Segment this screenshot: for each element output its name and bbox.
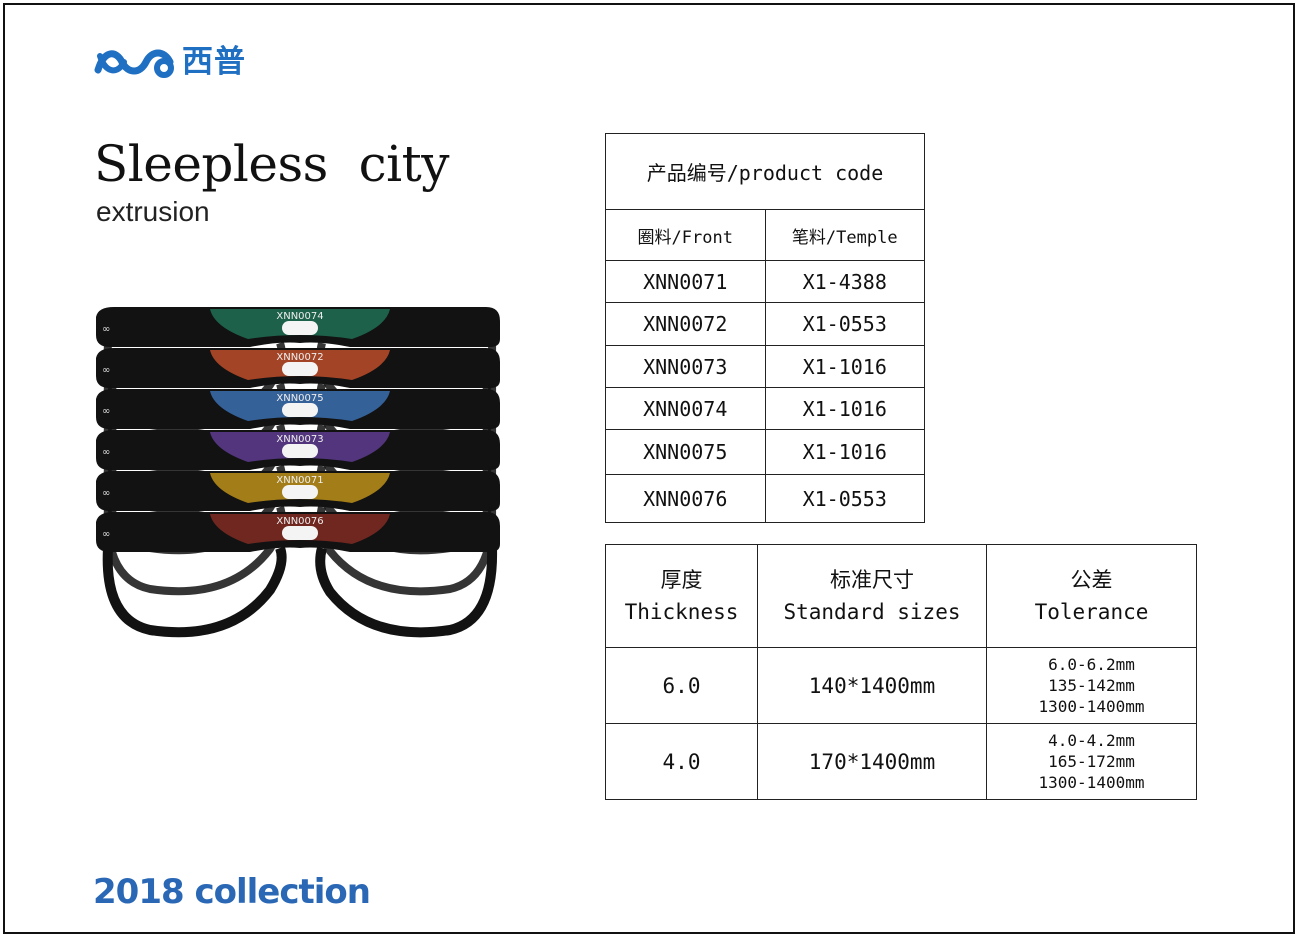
front-code: XNN0076 bbox=[605, 474, 766, 523]
thickness-header: 厚度 Thickness bbox=[605, 544, 758, 648]
front-column-header: 圈料/Front bbox=[605, 209, 766, 261]
table-row: XNN0074 X1-1016 bbox=[605, 387, 925, 430]
collection-label: 2018 collection bbox=[93, 872, 371, 912]
tolerance-value: 6.0-6.2mm 135-142mm 1300-1400mm bbox=[986, 647, 1197, 724]
bridge-cutout bbox=[282, 321, 318, 335]
frame-logo-icon: ∞ bbox=[102, 529, 110, 540]
temple-code: X1-1016 bbox=[764, 345, 925, 388]
frame-logo-icon: ∞ bbox=[102, 406, 110, 417]
tolerance-line: 6.0-6.2mm bbox=[1048, 655, 1135, 674]
spec-table: 厚度 Thickness 标准尺寸 Standard sizes 公差 Tole… bbox=[605, 544, 1197, 800]
sizes-header-cn: 标准尺寸 bbox=[830, 568, 914, 592]
front-code: XNN0072 bbox=[605, 302, 766, 346]
table-row: XNN0076 X1-0553 bbox=[605, 474, 925, 523]
frame-logo-icon: ∞ bbox=[102, 488, 110, 499]
sizes-header: 标准尺寸 Standard sizes bbox=[757, 544, 987, 648]
bridge-cutout bbox=[282, 485, 318, 499]
front-code: XNN0071 bbox=[605, 260, 766, 303]
temple-code: X1-4388 bbox=[764, 260, 925, 303]
left-lens-rim bbox=[102, 546, 287, 638]
table-row: XNN0071 X1-4388 bbox=[605, 260, 925, 303]
tolerance-value: 4.0-4.2mm 165-172mm 1300-1400mm bbox=[986, 723, 1197, 800]
tolerance-header-en: Tolerance bbox=[1034, 600, 1149, 624]
temple-code: X1-0553 bbox=[764, 302, 925, 346]
thickness-header-cn: 厚度 bbox=[660, 568, 703, 592]
page-frame bbox=[3, 3, 1295, 934]
tolerance-header-cn: 公差 bbox=[1070, 568, 1113, 592]
frame-label: XNN0071 bbox=[276, 475, 323, 486]
temple-code: X1-1016 bbox=[764, 429, 925, 475]
tolerance-header: 公差 Tolerance bbox=[986, 544, 1197, 648]
product-code-header: 产品编号/product code bbox=[605, 133, 925, 210]
temple-column-header: 笔料/Temple bbox=[764, 209, 925, 261]
product-code-table: 产品编号/product code 圈料/Front 笔料/Temple XNN… bbox=[605, 133, 925, 523]
frame-logo-icon: ∞ bbox=[102, 447, 110, 458]
bridge-cutout bbox=[282, 362, 318, 376]
tolerance-line: 1300-1400mm bbox=[1038, 773, 1145, 792]
brand-name: 西普 bbox=[182, 44, 246, 80]
eyeglass-frames-image: ∞ XNN0074 ∞ XNN0072 ∞ XNN0075 ∞ XNN0073 ∞ XNN0071… bbox=[90, 295, 510, 655]
tolerance-line: 1300-1400mm bbox=[1038, 697, 1145, 716]
temple-code: X1-0553 bbox=[764, 474, 925, 523]
bridge-cutout bbox=[282, 444, 318, 458]
frame-logo-icon: ∞ bbox=[102, 365, 110, 376]
table-row: 4.0 170*1400mm 4.0-4.2mm 165-172mm 1300-… bbox=[605, 723, 1197, 800]
right-lens-rim bbox=[315, 546, 498, 638]
frame-logo-icon: ∞ bbox=[102, 324, 110, 335]
size-value: 140*1400mm bbox=[757, 647, 987, 724]
tolerance-line: 135-142mm bbox=[1048, 676, 1135, 695]
front-code: XNN0074 bbox=[605, 387, 766, 430]
frame-label: XNN0075 bbox=[276, 393, 323, 404]
stacked-frames-illustration: ∞ XNN0074 ∞ XNN0072 ∞ XNN0075 ∞ XNN0073 ∞ XNN0071… bbox=[96, 307, 500, 638]
temple-code: X1-1016 bbox=[764, 387, 925, 430]
front-code: XNN0073 bbox=[605, 345, 766, 388]
eyeglass-frame: ∞ XNN0076 bbox=[96, 512, 500, 638]
thickness-value: 6.0 bbox=[605, 647, 758, 724]
tolerance-line: 4.0-4.2mm bbox=[1048, 731, 1135, 750]
thickness-header-en: Thickness bbox=[624, 600, 739, 624]
size-value: 170*1400mm bbox=[757, 723, 987, 800]
frame-label: XNN0073 bbox=[276, 434, 323, 445]
table-row: XNN0075 X1-1016 bbox=[605, 429, 925, 475]
sizes-header-en: Standard sizes bbox=[783, 600, 961, 624]
frame-label: XNN0072 bbox=[276, 352, 323, 363]
table-row: XNN0072 X1-0553 bbox=[605, 302, 925, 346]
table-row: XNN0073 X1-1016 bbox=[605, 345, 925, 388]
infinity-wave-logo-icon bbox=[94, 49, 174, 78]
frame-label: XNN0074 bbox=[276, 311, 323, 322]
table-row: 6.0 140*1400mm 6.0-6.2mm 135-142mm 1300-… bbox=[605, 647, 1197, 724]
thickness-value: 4.0 bbox=[605, 723, 758, 800]
brand-logo: 西普 bbox=[94, 44, 246, 80]
tolerance-line: 165-172mm bbox=[1048, 752, 1135, 771]
bridge-cutout bbox=[282, 403, 318, 417]
frame-label: XNN0076 bbox=[276, 516, 323, 527]
page-subtitle: extrusion bbox=[96, 196, 210, 227]
front-code: XNN0075 bbox=[605, 429, 766, 475]
page-title: Sleepless city bbox=[94, 135, 449, 193]
bridge-cutout bbox=[282, 526, 318, 540]
